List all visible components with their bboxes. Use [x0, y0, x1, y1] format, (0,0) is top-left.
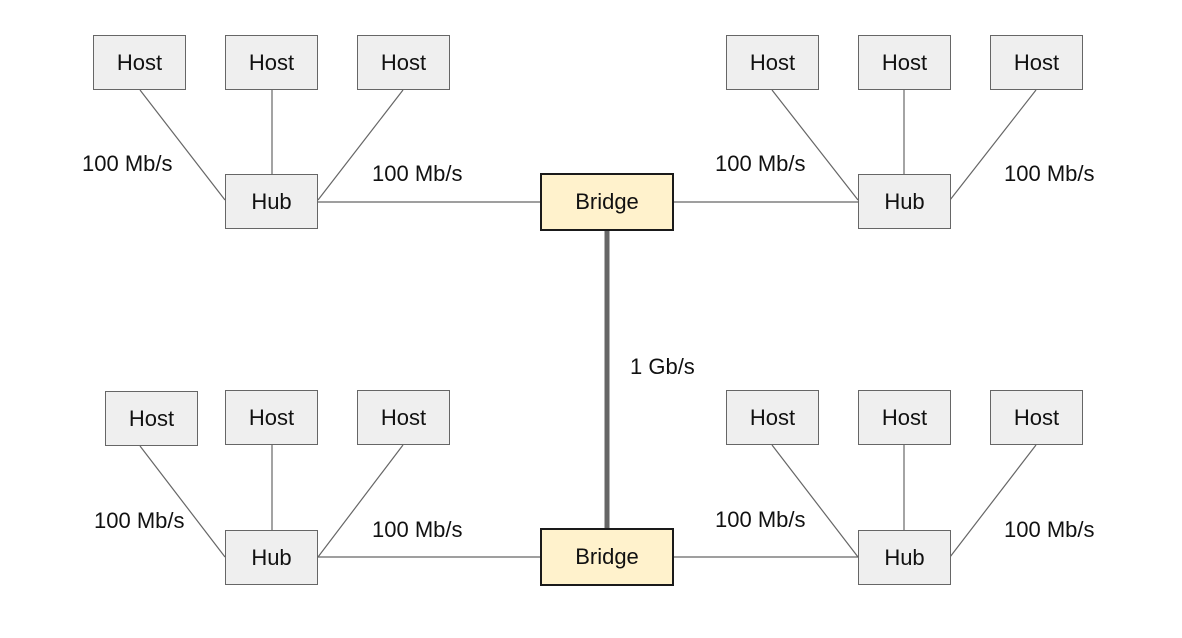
host-node: Host [225, 35, 318, 90]
host-node: Host [93, 35, 186, 90]
host-link-speed-label: 100 Mb/s [82, 151, 173, 176]
bridge-node-top: Bridge [540, 173, 674, 231]
link-host-hub [771, 89, 859, 201]
host-node: Host [858, 35, 951, 90]
link-host-hub [139, 445, 226, 558]
link-host-hub [949, 89, 1037, 201]
host-link-speed-label: 100 Mb/s [715, 151, 806, 176]
hub-node: Hub [225, 174, 318, 229]
host-node: Host [990, 35, 1083, 90]
host-node: Host [105, 391, 198, 446]
host-node: Host [357, 35, 450, 90]
host-node: Host [357, 390, 450, 445]
bridge-node-bottom: Bridge [540, 528, 674, 586]
link-host-hub [139, 89, 226, 201]
bridge-link-speed-label: 100 Mb/s [372, 517, 463, 542]
link-host-hub [317, 444, 404, 558]
bridge-link-speed-label: 100 Mb/s [372, 161, 463, 186]
hub-node: Hub [858, 530, 951, 585]
hub-node: Hub [225, 530, 318, 585]
host-link-speed-label: 100 Mb/s [1004, 161, 1095, 186]
link-host-hub [949, 444, 1037, 558]
host-node: Host [726, 35, 819, 90]
host-link-speed-label: 100 Mb/s [715, 507, 806, 532]
host-link-speed-label: 100 Mb/s [94, 508, 185, 533]
host-node: Host [726, 390, 819, 445]
host-node: Host [225, 390, 318, 445]
host-link-speed-label: 100 Mb/s [1004, 517, 1095, 542]
host-node: Host [990, 390, 1083, 445]
link-host-hub [317, 89, 404, 201]
link-host-hub [771, 444, 859, 558]
hub-node: Hub [858, 174, 951, 229]
trunk-speed-label: 1 Gb/s [630, 354, 695, 379]
host-node: Host [858, 390, 951, 445]
